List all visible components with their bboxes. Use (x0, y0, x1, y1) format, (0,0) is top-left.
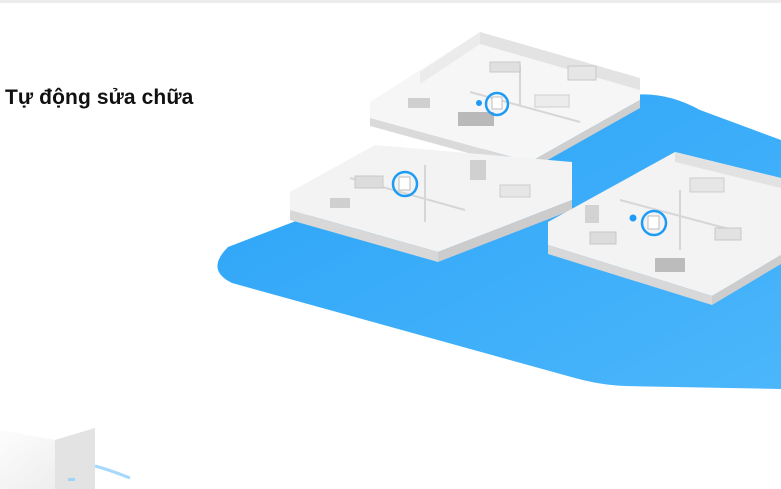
section-heading: Tự động sửa chữa (5, 86, 194, 109)
top-divider (0, 0, 781, 3)
upper-floor (370, 32, 640, 170)
lower-left-floor (290, 145, 572, 262)
right-floor (548, 152, 781, 305)
mesh-router-device (0, 418, 131, 489)
blue-platform (217, 94, 781, 389)
